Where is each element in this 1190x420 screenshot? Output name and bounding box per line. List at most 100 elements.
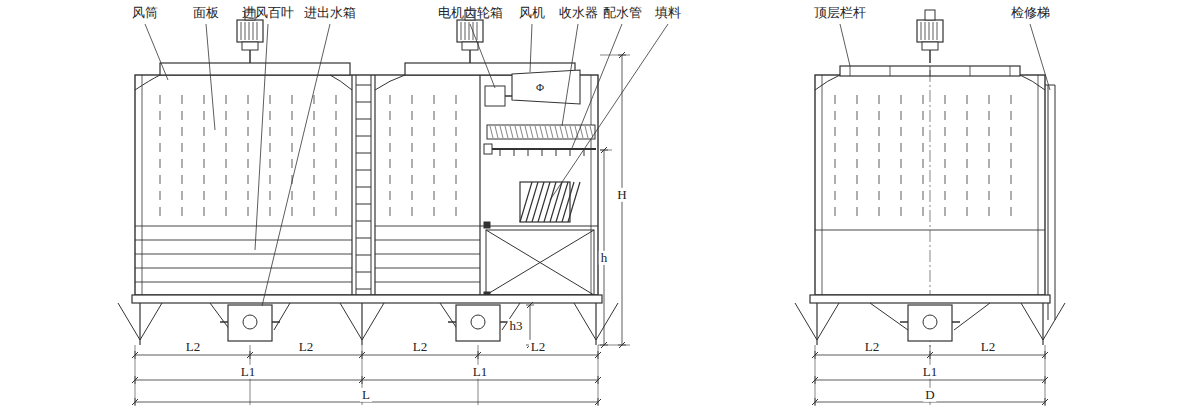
- ladder-hook: [1045, 85, 1055, 86]
- motor-fin: [241, 22, 242, 40]
- fill-hatch: [538, 182, 550, 222]
- eliminator-hatch: [570, 126, 573, 138]
- ladder-rung: [356, 187, 371, 188]
- dimension-label: L2: [863, 340, 881, 354]
- panel-seam: [434, 95, 435, 222]
- dimension-label: D: [923, 388, 936, 402]
- pipe: [952, 321, 960, 323]
- dimension-slash: [812, 352, 818, 358]
- panel-seam: [412, 95, 413, 222]
- eliminator-hatch: [565, 126, 568, 138]
- base-frame: [810, 295, 1050, 303]
- leg-brace: [340, 303, 362, 340]
- dimension-line: [135, 355, 598, 356]
- leg-brace: [954, 303, 990, 330]
- stack-fairing: [135, 75, 160, 90]
- leg-brace: [574, 303, 596, 340]
- dimension-slash: [359, 377, 365, 383]
- leader-line: [840, 24, 850, 66]
- cutaway-edge: [479, 75, 480, 295]
- dimension-slash: [601, 147, 607, 153]
- spray-nozzle: [570, 149, 571, 156]
- dimension-label: L2: [529, 340, 547, 354]
- panel-seam: [160, 95, 161, 222]
- motor-fin: [937, 22, 938, 40]
- leader-line: [562, 24, 578, 126]
- leader-line: [1030, 24, 1050, 90]
- dimension-line: [135, 380, 598, 381]
- motor-body: [917, 20, 943, 42]
- dimension-label: h3: [508, 319, 525, 333]
- distribution-pipe: [486, 148, 596, 150]
- leg-brace: [118, 303, 140, 340]
- eliminator-hatch: [490, 126, 493, 138]
- dimension-slash: [619, 52, 625, 58]
- railing-post: [890, 66, 891, 76]
- panel-seam: [456, 95, 457, 222]
- stack-fairing: [375, 75, 405, 90]
- fill-hatch: [532, 182, 544, 222]
- motor-fin: [253, 22, 254, 40]
- fill-hatch: [562, 182, 574, 222]
- dimension-slash: [1042, 352, 1048, 358]
- water-tank: [456, 305, 500, 341]
- panel-seam: [248, 95, 249, 222]
- motor-shaft: [469, 50, 471, 63]
- ladder-rung: [356, 272, 371, 273]
- motor-fin: [257, 22, 258, 40]
- panel-seam: [336, 95, 337, 222]
- part-label: 收水器: [559, 6, 598, 20]
- ladder-rung: [356, 238, 371, 239]
- leg-brace: [1021, 303, 1043, 340]
- fill-hatch: [520, 182, 532, 222]
- dimension-label: L2: [979, 340, 997, 354]
- ladder-rung: [356, 119, 371, 120]
- panel-seam: [314, 95, 315, 222]
- leg-brace: [596, 303, 618, 340]
- louver-line: [375, 282, 480, 283]
- panel-seam: [270, 95, 271, 222]
- dimension-slash: [927, 352, 933, 358]
- eliminator-hatch: [495, 126, 498, 138]
- leader-line: [255, 24, 268, 250]
- panel-seam: [989, 95, 990, 222]
- motor-fin: [477, 22, 478, 40]
- louver-line: [135, 240, 352, 241]
- leg-brace: [362, 303, 384, 340]
- fan-stack: [160, 63, 350, 75]
- ladder-rung: [356, 85, 371, 86]
- gearbox: [485, 86, 505, 106]
- ladder-rung: [356, 255, 371, 256]
- spray-nozzle: [514, 149, 515, 156]
- panel-seam: [292, 95, 293, 222]
- part-label: 风机: [519, 6, 545, 20]
- leader-line: [470, 24, 495, 88]
- panel-seam: [945, 95, 946, 222]
- eliminator-hatch: [535, 126, 538, 138]
- fill-hatch: [568, 182, 580, 222]
- leg-brace: [440, 303, 458, 330]
- part-label: 进风百叶: [242, 6, 294, 20]
- motor-fin: [249, 22, 250, 40]
- dimension-slash: [359, 352, 365, 358]
- panel-seam: [1011, 95, 1012, 222]
- motor-fin: [929, 22, 930, 40]
- motor-fin: [465, 22, 466, 40]
- louver-line: [375, 268, 480, 269]
- pipe-inlet: [484, 144, 492, 154]
- leg-brace: [795, 303, 817, 340]
- leg-brace: [817, 303, 839, 340]
- panel-seam: [967, 95, 968, 222]
- part-label: 进出水箱: [304, 6, 356, 20]
- pipe-flange: [923, 315, 937, 329]
- panel-seam: [390, 95, 391, 222]
- pipe: [220, 321, 228, 323]
- dimension-slash: [132, 399, 138, 405]
- panel-seam: [923, 95, 924, 222]
- corner-post: [142, 75, 143, 295]
- frame-bay: [486, 230, 594, 295]
- fill-hatch: [544, 182, 556, 222]
- eliminator-hatch: [545, 126, 548, 138]
- dimension-slash: [812, 377, 818, 383]
